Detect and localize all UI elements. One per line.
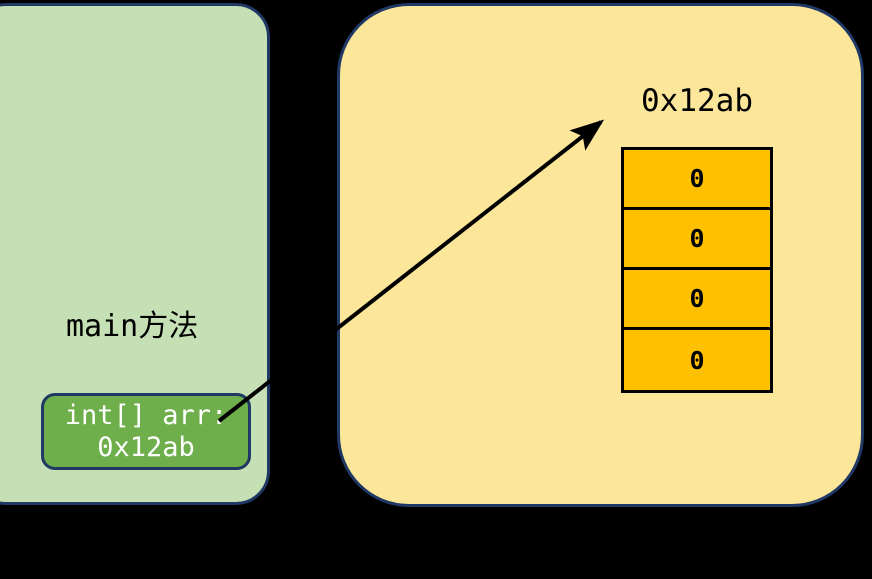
- array-cell: 0: [624, 150, 770, 210]
- variable-value-text: 0x12ab: [97, 431, 195, 463]
- array-cell: 0: [624, 210, 770, 270]
- array-address-label: 0x12ab: [641, 83, 753, 119]
- heap-frame: [337, 3, 864, 507]
- array-table: 0 0 0 0: [621, 147, 773, 393]
- variable-box-arr: int[] arr: 0x12ab: [41, 393, 251, 470]
- array-cell: 0: [624, 270, 770, 330]
- array-cell: 0: [624, 330, 770, 390]
- variable-declaration-text: int[] arr:: [64, 399, 228, 431]
- stack-frame-label: main方法: [66, 309, 199, 344]
